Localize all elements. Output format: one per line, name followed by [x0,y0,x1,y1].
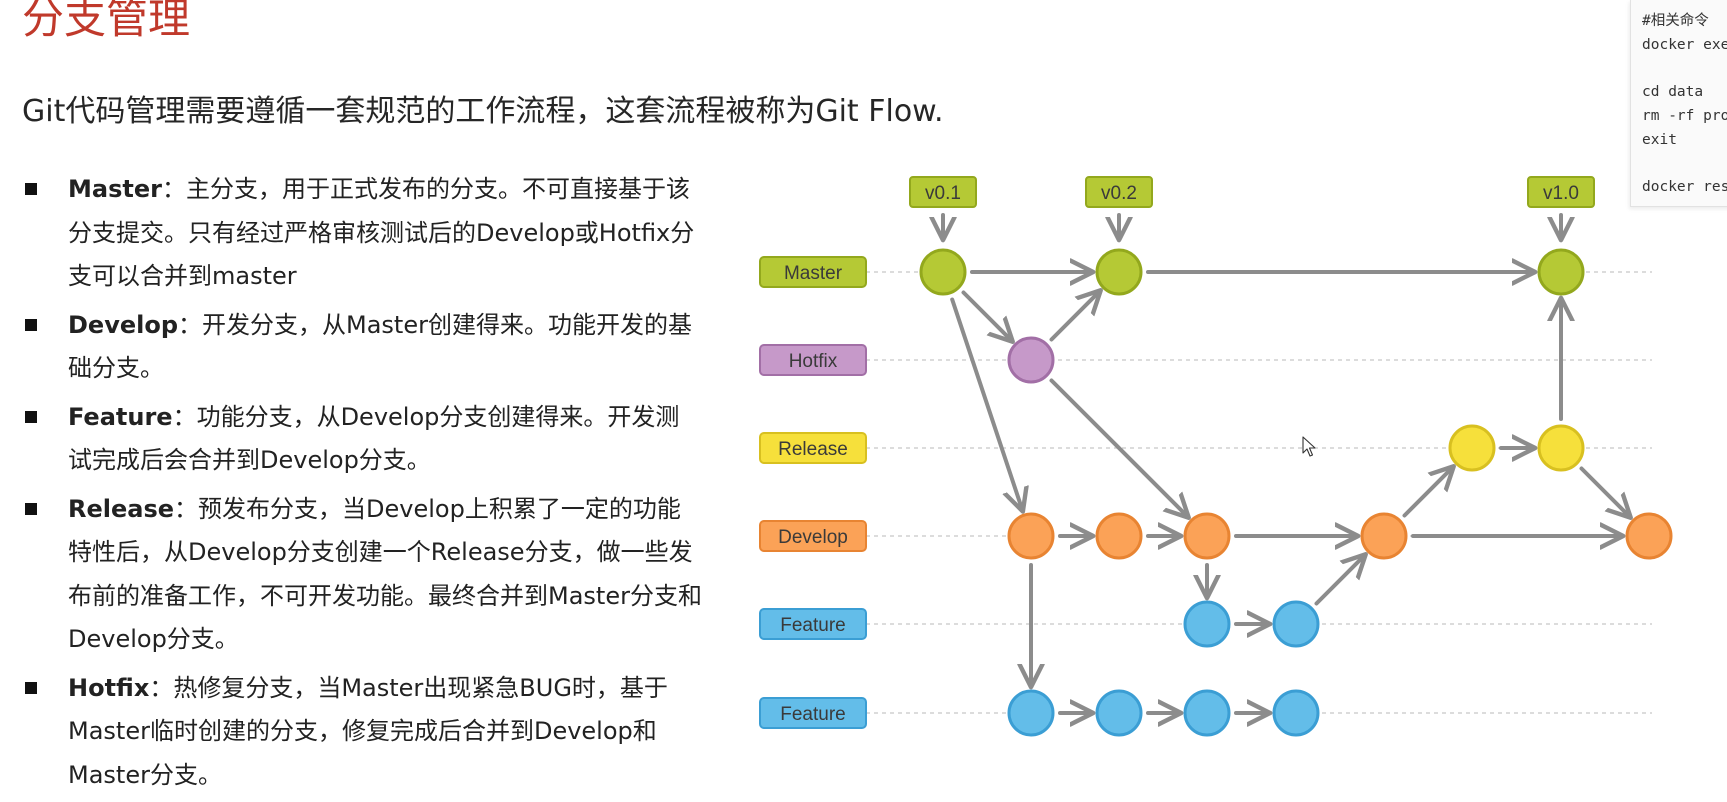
bullet-text: ：预发布分支，当Develop上积累了一定的功能特性后，从Develop分支创建… [68,494,702,654]
lane-lines [866,271,1652,714]
commit-nodes [919,248,1673,737]
version-tag-v0.1: v0.1 [909,176,977,239]
edge-r2-d5 [1579,466,1630,517]
bullet-text: ：热修复分支，当Master出现紧急BUG时，基于Master临时创建的分支，修… [68,673,668,789]
square-bullet-icon [25,502,37,515]
code-snippet-panel[interactable]: #相关命令 docker exe cd data rm -rf pro exit… [1630,0,1727,207]
commit-node-h1 [1007,336,1055,384]
bullet-text: ：开发分支，从Master创建得来。功能开发的基础分支。 [68,310,692,383]
code-line: exit [1642,131,1677,148]
bullet-term: Hotfix [68,673,150,702]
code-line: docker res [1642,178,1727,195]
lane-label-text: Master [784,263,843,284]
square-bullet-icon [25,318,37,331]
edge-d4-r1 [1402,467,1453,518]
commit-node-d5 [1625,512,1673,560]
lane-label-develop: Develop [759,520,867,552]
lane-label-text: Feature [780,615,845,636]
lane-label-box [759,344,867,376]
lane-label-text: Feature [780,704,845,725]
edge-h1-d3 [1049,378,1188,517]
version-tags: v0.1 v0.2 v1.0 [909,176,1595,239]
version-tag-v0.2: v0.2 [1085,176,1153,239]
code-text: #相关命令 docker exe cd data rm -rf pro exit… [1631,0,1727,200]
version-tag-box [1085,176,1153,208]
bullet-hotfix: Hotfix：热修复分支，当Master出现紧急BUG时，基于Master临时创… [22,667,702,798]
edge-h1-m2 [1049,291,1100,342]
code-line: rm -rf pro [1642,107,1727,124]
square-bullet-icon [25,183,37,195]
commit-node-m3 [1537,248,1585,296]
lane-label-box [759,520,867,552]
version-tag-text: v0.2 [1101,183,1137,204]
code-line: docker exe [1642,36,1727,53]
commit-node-m1 [919,248,967,296]
branch-description-list: Master：主分支，用于正式发布的分支。不可直接基于该分支提交。只有经过严格审… [22,168,702,802]
bullet-text: ：主分支，用于正式发布的分支。不可直接基于该分支提交。只有经过严格审核测试后的D… [68,175,695,290]
commit-node-d4 [1360,512,1408,560]
lane-label-release: Release [759,432,867,464]
version-tag-text: v1.0 [1543,183,1579,204]
code-line [1642,155,1651,171]
lane-label-text: Release [778,439,848,460]
code-line: #相关命令 [1642,13,1709,29]
lane-label-text: Develop [778,527,848,548]
commit-node-r2 [1537,424,1585,472]
version-tag-text: v0.1 [925,183,961,204]
edge-m1-h1 [961,290,1012,341]
edge-m1-d1 [950,297,1022,511]
lane-label-box [759,608,867,640]
bullet-feature: Feature：功能分支，从Develop分支创建得来。开发测试完成后会合并到D… [22,396,702,483]
subtitle: Git代码管理需要遵循一套规范的工作流程，这套流程被称为Git Flow. [22,94,944,129]
lane-label-box [759,256,867,288]
commit-node-d3 [1183,512,1231,560]
lane-label-hotfix: Hotfix [759,344,867,376]
bullet-term: Release [68,494,175,523]
edge-fa2-d4 [1314,555,1365,606]
lane-label-box [759,432,867,464]
bullet-master: Master：主分支，用于正式发布的分支。不可直接基于该分支提交。只有经过严格审… [22,168,702,299]
commit-node-fa1 [1183,600,1231,648]
page-title: 分支管理 [22,0,191,43]
version-tag-box [1527,176,1595,208]
commit-node-r1 [1448,424,1496,472]
bullet-term: Feature [68,402,173,431]
commit-node-fb3 [1183,689,1231,737]
branch-edges [950,272,1630,713]
bullet-develop: Develop：开发分支，从Master创建得来。功能开发的基础分支。 [22,304,702,391]
commit-node-fb1 [1007,689,1055,737]
bullet-term: Develop [68,310,179,339]
bullet-term: Master [68,175,162,203]
version-tag-v1.0: v1.0 [1527,176,1595,239]
commit-node-m2 [1095,248,1143,296]
square-bullet-icon [25,410,37,423]
lane-label-text: Hotfix [789,351,838,372]
commit-node-fa2 [1272,600,1320,648]
bullet-release: Release：预发布分支，当Develop上积累了一定的功能特性后，从Deve… [22,488,702,662]
lane-label-feature: Feature [759,697,867,729]
version-tag-box [909,176,977,208]
lane-label-feature: Feature [759,608,867,640]
bullet-text: ：功能分支，从Develop分支创建得来。开发测试完成后会合并到Develop分… [68,402,680,475]
commit-node-fb4 [1272,689,1320,737]
commit-node-d1 [1007,512,1055,560]
code-line: cd data [1642,84,1704,101]
code-line [1642,60,1651,76]
lane-label-master: Master [759,256,867,288]
mouse-cursor-icon [1302,436,1316,457]
lane-label-box [759,697,867,729]
commit-node-fb2 [1095,689,1143,737]
commit-node-d2 [1095,512,1143,560]
square-bullet-icon [25,681,37,694]
